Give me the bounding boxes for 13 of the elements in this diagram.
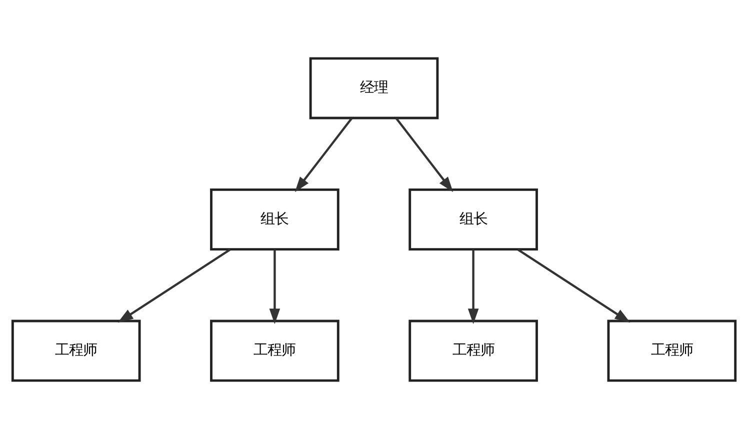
node-box: 组长: [210, 188, 340, 250]
node-box: 工程师: [408, 320, 538, 382]
node-box: 工程师: [11, 320, 141, 382]
arrow: [468, 250, 479, 324]
node-box: 工程师: [607, 320, 737, 382]
arrow: [395, 118, 454, 192]
arrow: [517, 248, 630, 323]
arrow: [118, 248, 231, 323]
node-box: 组长: [408, 188, 538, 250]
node-box: 工程师: [210, 320, 340, 382]
arrow: [269, 250, 280, 324]
arrow: [294, 118, 353, 192]
node-box: 经理: [309, 57, 439, 120]
